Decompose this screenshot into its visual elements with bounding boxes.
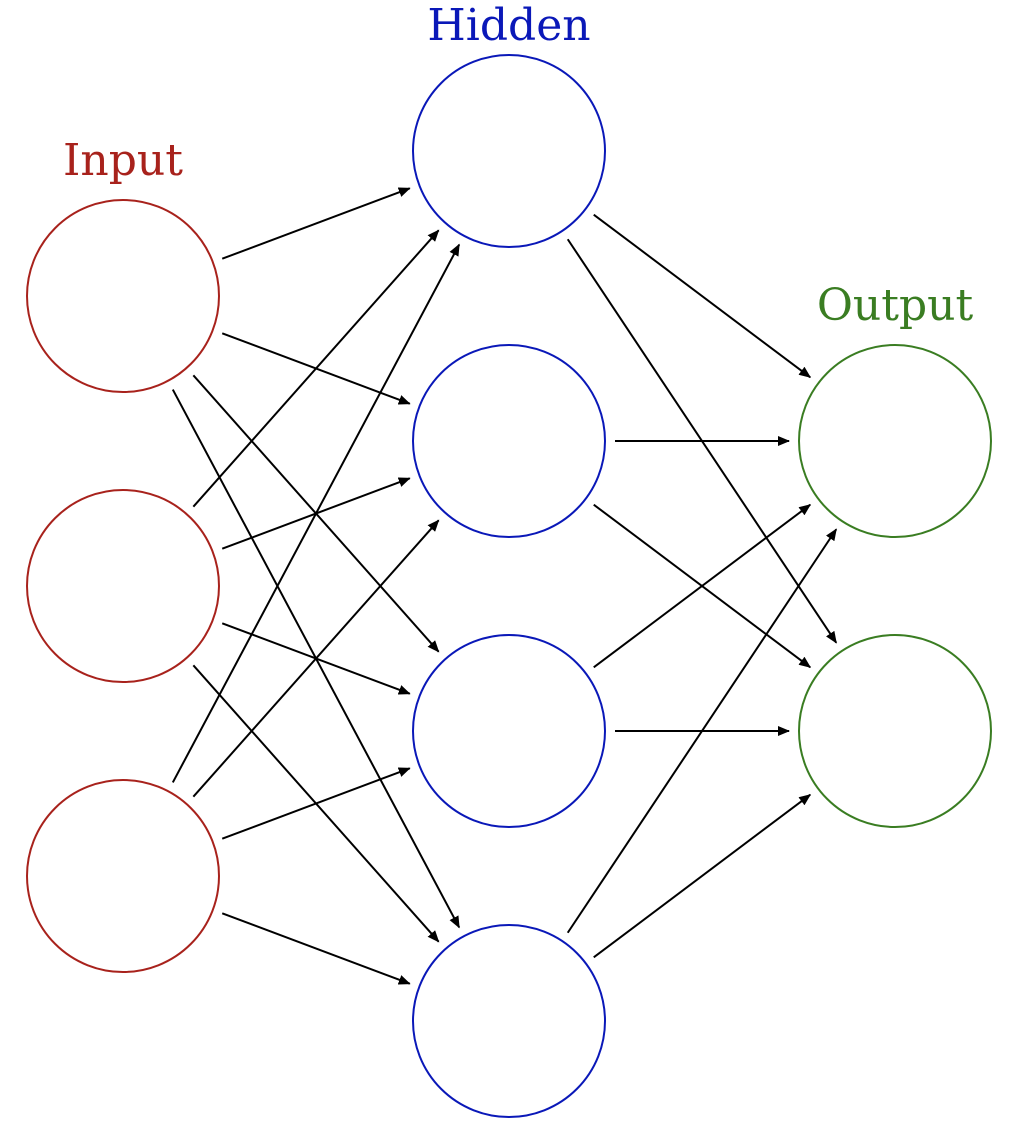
hidden-node-1 bbox=[412, 54, 606, 248]
hidden-layer-label: Hidden bbox=[427, 0, 590, 51]
input-layer-label: Input bbox=[63, 135, 183, 186]
hidden-node-3 bbox=[412, 634, 606, 828]
hidden-1-to-output-1-arrow bbox=[593, 213, 812, 379]
hidden-node-2 bbox=[412, 344, 606, 538]
input-node-3 bbox=[26, 779, 220, 973]
hidden-4-to-output-1-arrow bbox=[566, 528, 838, 934]
input-node-1 bbox=[26, 199, 220, 393]
nodes-group bbox=[26, 54, 992, 1118]
hidden-3-to-output-1-arrow bbox=[593, 503, 812, 669]
input-3-to-hidden-4-arrow bbox=[221, 912, 411, 985]
output-node-2 bbox=[798, 634, 992, 828]
input-1-to-hidden-1-arrow bbox=[221, 187, 411, 260]
input-3-to-hidden-1-arrow bbox=[171, 243, 461, 783]
input-3-to-hidden-2-arrow bbox=[192, 519, 440, 798]
edges-group bbox=[171, 187, 838, 985]
input-3-to-hidden-3-arrow bbox=[221, 767, 411, 840]
output-node-1 bbox=[798, 344, 992, 538]
hidden-node-4 bbox=[412, 924, 606, 1118]
output-layer-label: Output bbox=[817, 280, 974, 331]
hidden-4-to-output-2-arrow bbox=[593, 793, 812, 959]
input-node-2 bbox=[26, 489, 220, 683]
input-2-to-hidden-1-arrow bbox=[192, 229, 440, 508]
